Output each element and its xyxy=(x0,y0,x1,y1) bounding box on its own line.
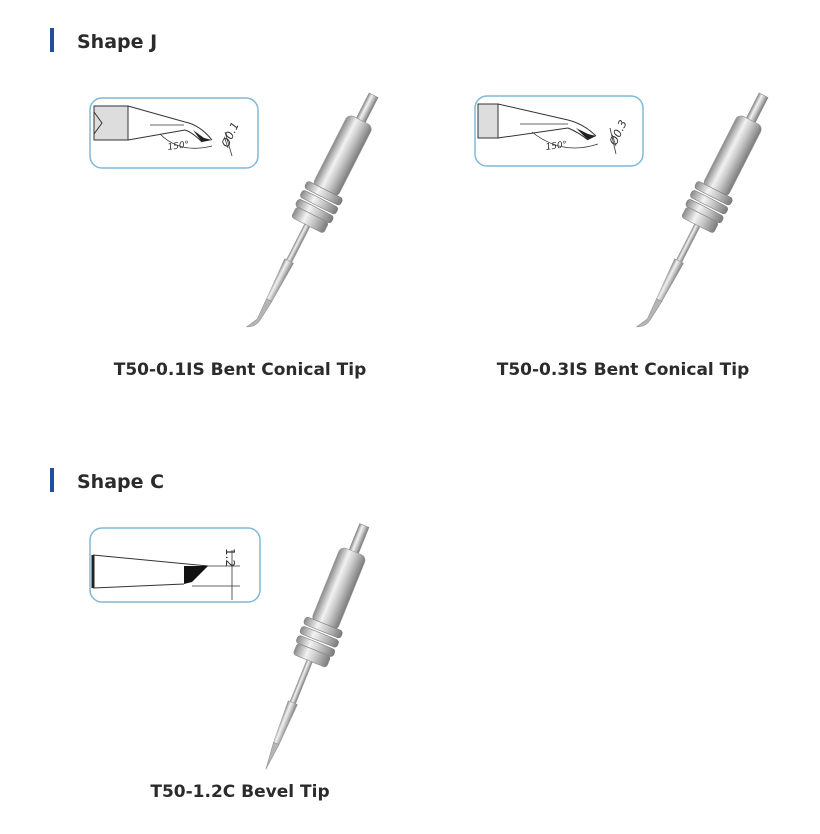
tip-angle-label: 150° xyxy=(167,140,190,153)
product-caption-tip-2: T50-0.3IS Bent Conical Tip xyxy=(496,360,750,380)
soldering-tip-illustration xyxy=(265,523,370,770)
section-marker xyxy=(50,468,54,492)
tip-size-label: 1.2 xyxy=(223,548,237,567)
product-image-tip-1: 150° Ø0.1 xyxy=(80,70,400,350)
product-image-tip-3: 1.2 xyxy=(80,510,400,780)
product-image-tip-2: 150° Ø0.3 xyxy=(470,70,790,350)
section-title-shape-c: Shape C xyxy=(77,471,165,493)
tip-dimension-diagram: 150° Ø0.3 xyxy=(474,95,644,167)
soldering-tip-illustration xyxy=(245,92,379,328)
section-marker xyxy=(50,28,54,52)
product-caption-tip-1: T50-0.1IS Bent Conical Tip xyxy=(113,360,367,380)
tip-dimension-diagram: 150° Ø0.1 xyxy=(89,97,259,169)
section-title-shape-j: Shape J xyxy=(77,31,158,53)
tip-angle-label: 150° xyxy=(545,140,568,153)
tip-dimension-diagram: 1.2 xyxy=(89,527,261,603)
product-caption-tip-3: T50-1.2C Bevel Tip xyxy=(150,782,330,802)
soldering-tip-illustration xyxy=(635,92,769,328)
